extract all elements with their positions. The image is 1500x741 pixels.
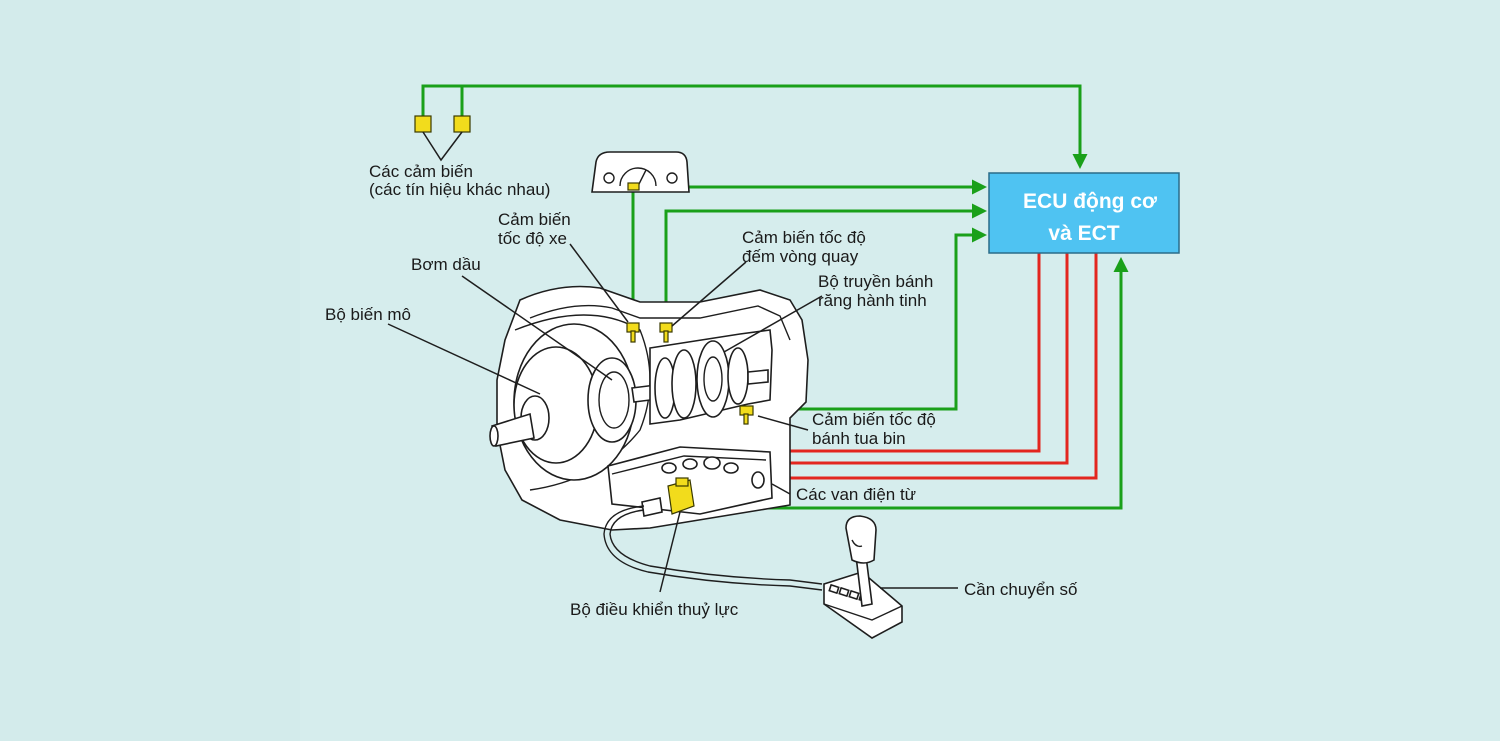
meter-body (591, 151, 690, 193)
label-turbine-speed-line1: Cảm biến tốc độ (812, 410, 936, 429)
other-sensors: Các cảm biến (các tín hiệu khác nhau) (369, 115, 550, 199)
output-signal-lines (724, 253, 1098, 486)
meter-gauge-right (666, 172, 678, 184)
vehicle-speed-sensor (626, 322, 640, 343)
sensor-icon (414, 115, 432, 133)
ecu-box-rect (988, 172, 1180, 254)
leader-hydraulic-control (659, 511, 681, 593)
sensors-to-ecu-line (421, 84, 1088, 169)
label-shift-lever: Cần chuyển số (964, 580, 1078, 599)
sensor-icon (453, 115, 471, 133)
vehicle-speed-sensor-stem (630, 330, 636, 343)
label-counter-speed-line1: Cảm biến tốc độ (742, 228, 866, 247)
combination-meter (591, 151, 690, 193)
component-labels: Cảm biến tốc độ xe Bơm dầu Bộ biến mô Cả… (325, 210, 1078, 619)
shift-lever-base-edge (823, 603, 903, 621)
leader-solenoid-valves (771, 483, 791, 495)
label-sensors-line1: Các cảm biến (369, 162, 473, 181)
valve-body-top-edge (611, 455, 767, 475)
input-shaft-end (489, 425, 499, 447)
ecu-box: ECU động cơ và ECT (988, 172, 1180, 254)
shift-lever-button (851, 539, 863, 548)
neutral-start-switch-top (675, 477, 689, 487)
ecu-title-line1: ECU động cơ (1023, 190, 1157, 213)
solenoid-valve (751, 471, 765, 489)
label-torque-converter: Bộ biến mô (325, 305, 411, 324)
solenoid-valve (723, 462, 739, 474)
counter-speed-sensor-stem (663, 330, 669, 343)
planetary-gear-set (727, 347, 749, 405)
label-planetary-line2: răng hành tinh (818, 291, 927, 310)
label-planetary-line1: Bộ truyền bánh (818, 272, 933, 291)
shift-position-indicator (828, 583, 840, 595)
meter-gauge-left (603, 172, 615, 184)
oil-pump-gear (598, 371, 630, 429)
shift-lever-assembly (823, 515, 903, 639)
clutch-pack (671, 349, 697, 419)
label-vehicle-speed-line1: Cảm biến (498, 210, 571, 229)
shift-cable-2 (603, 505, 823, 591)
ecu-to-solenoid-2-line (734, 253, 1069, 471)
shift-cable (609, 509, 823, 585)
turbine-speed-to-ecu-line (752, 227, 987, 411)
turbine-speed-sensor-stem (743, 413, 749, 425)
label-turbine-speed-line2: bánh tua bin (812, 429, 906, 448)
turbine-speed-sensor (739, 405, 754, 425)
leader-turbine-speed (757, 415, 809, 431)
shift-lever-knob (845, 515, 877, 564)
planetary-gear-set (696, 340, 730, 418)
leader-planetary (723, 295, 823, 353)
label-counter-speed-line2: đếm vòng quay (742, 247, 859, 266)
leader-oil-pump (461, 275, 613, 381)
meter-dial (619, 167, 657, 187)
leader-counter-speed (671, 261, 747, 327)
case-inner-line (529, 304, 791, 341)
transmission-assembly (489, 285, 823, 591)
output-shaft (747, 369, 769, 385)
shift-position-indicator (848, 589, 860, 601)
shift-position-indicator (838, 586, 850, 598)
solenoid-valve (661, 462, 677, 474)
ecu-to-solenoid-1-line (724, 253, 1041, 459)
solenoid-valve (703, 456, 721, 470)
ecu-title-line2: và ECT (1048, 222, 1119, 245)
leader-vehicle-speed (569, 243, 629, 323)
leader-torque-converter (387, 323, 541, 395)
meter-signal-icon (627, 182, 640, 191)
sensors-bracket (422, 131, 463, 162)
label-oil-pump: Bơm dầu (411, 255, 481, 274)
planetary-gear-inner (703, 356, 723, 402)
label-sensors-line2: (các tín hiệu khác nhau) (369, 180, 550, 199)
cable-connector (641, 497, 663, 517)
input-signal-lines (421, 84, 1129, 510)
counter-speed-to-ecu-line (664, 203, 987, 323)
diagram-panel (300, 0, 1500, 741)
label-hydraulic-control: Bộ điều khiển thuỷ lực (570, 600, 739, 619)
shift-position-to-ecu-line (692, 257, 1129, 510)
label-solenoid-valves: Các van điện từ (796, 485, 916, 504)
ecu-to-solenoid-3-line (769, 253, 1098, 486)
label-vehicle-speed-line2: tốc độ xe (498, 229, 567, 248)
counter-speed-sensor (659, 322, 673, 343)
leader-lines (387, 243, 958, 593)
solenoid-valve (682, 458, 698, 470)
